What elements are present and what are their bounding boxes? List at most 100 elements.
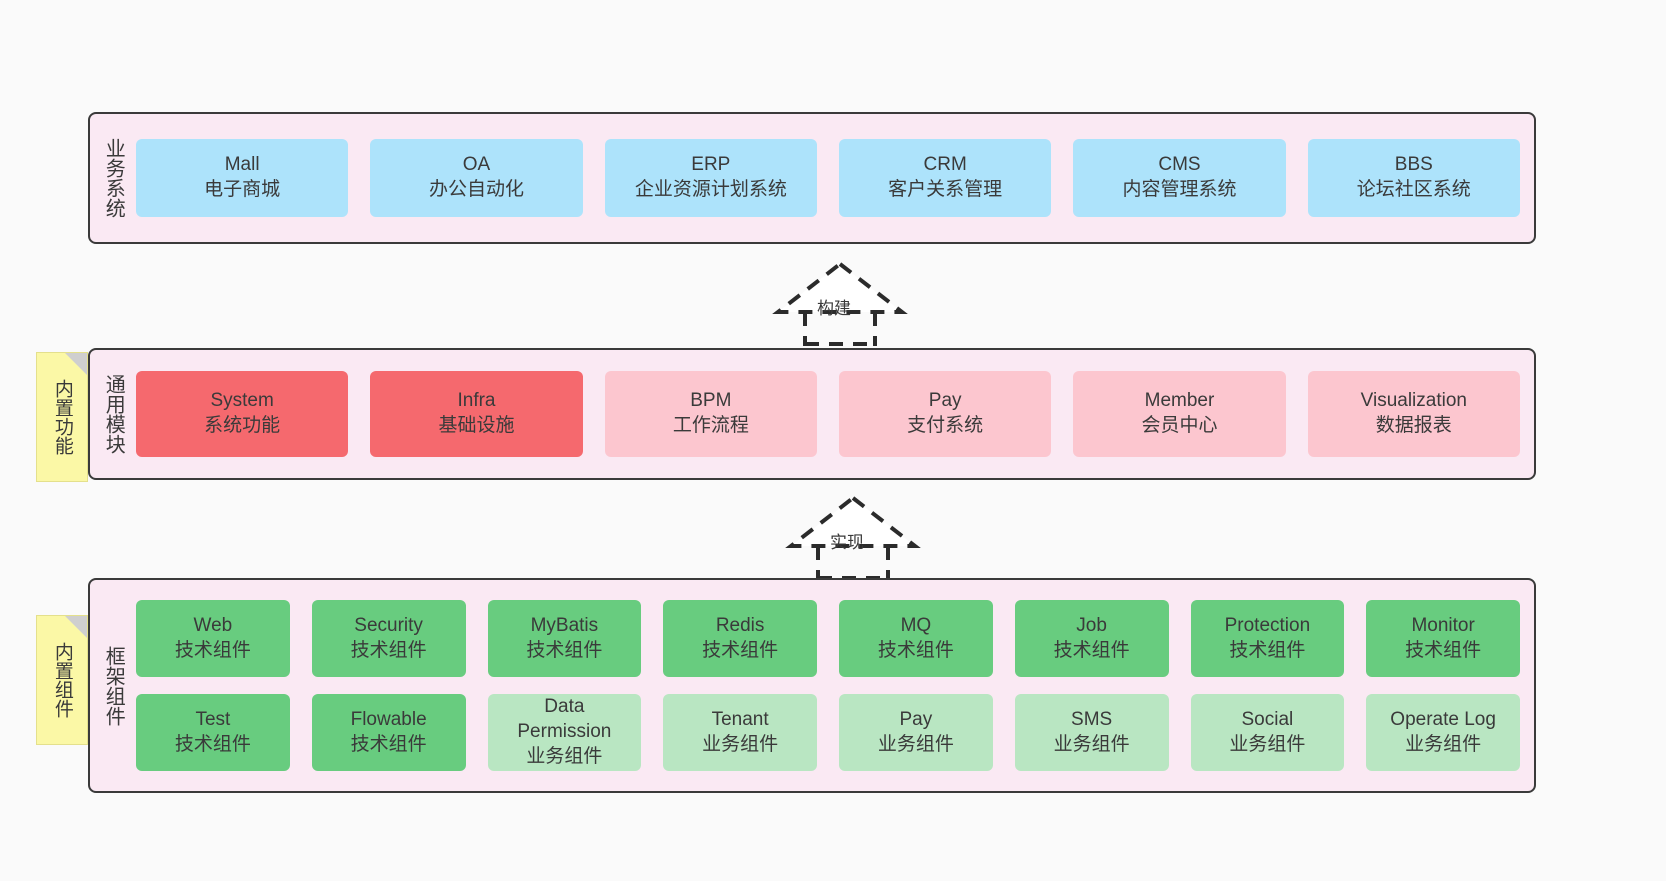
box-system[interactable]: System 系统功能 — [136, 371, 349, 457]
box-security[interactable]: Security 技术组件 — [311, 600, 466, 677]
box-redis[interactable]: Redis 技术组件 — [663, 600, 817, 677]
box-system-name: System — [210, 390, 274, 412]
note-builtin-components-label: 内置组件 — [51, 642, 73, 718]
connector-build-label: 构建 — [817, 299, 851, 318]
layer-framework-component: 框架组件 Web 技术组件 Security 技术组件 MyBatis 技术组件 — [88, 578, 1536, 793]
box-mall[interactable]: Mall 电子商城 — [136, 139, 349, 217]
box-flowable-desc: 技术组件 — [350, 733, 427, 755]
framework-row-technical: Web 技术组件 Security 技术组件 MyBatis 技术组件 Redi… — [136, 600, 1520, 677]
box-bbs-name: BBS — [1394, 154, 1433, 176]
box-monitor-desc: 技术组件 — [1405, 639, 1482, 661]
box-member-desc: 会员中心 — [1141, 415, 1218, 436]
note-builtin-features-label: 内置功能 — [51, 379, 73, 455]
box-protection-desc: 技术组件 — [1229, 639, 1306, 661]
connector-build: 构建 — [755, 258, 925, 346]
layer-body-common-module: System 系统功能 Infra 基础设施 BPM 工作流程 Pay 支付系统… — [136, 350, 1534, 478]
box-test-desc: 技术组件 — [174, 733, 251, 755]
box-sms-desc: 业务组件 — [1053, 733, 1130, 755]
box-data-permission-name: Data Permission — [517, 696, 612, 743]
framework-component-rows: Web 技术组件 Security 技术组件 MyBatis 技术组件 Redi… — [136, 600, 1520, 771]
box-sms-name: SMS — [1071, 708, 1113, 730]
box-bpm-desc: 工作流程 — [672, 415, 749, 436]
box-tenant[interactable]: Tenant 业务组件 — [663, 694, 817, 771]
layer-title-business-system: 业务系统 — [102, 138, 125, 218]
box-flowable[interactable]: Flowable 技术组件 — [311, 694, 466, 771]
box-erp-desc: 企业资源计划系统 — [634, 179, 787, 200]
box-mybatis-desc: 技术组件 — [526, 639, 603, 661]
note-fold-icon — [65, 616, 87, 638]
note-builtin-components: 内置组件 — [36, 615, 88, 745]
box-security-desc: 技术组件 — [350, 639, 427, 661]
box-cms[interactable]: CMS 内容管理系统 — [1073, 139, 1286, 217]
box-tenant-name: Tenant — [711, 708, 769, 730]
box-bbs-desc: 论坛社区系统 — [1356, 179, 1471, 200]
box-cms-desc: 内容管理系统 — [1122, 179, 1237, 200]
layer-common-module: 通用模块 System 系统功能 Infra 基础设施 BPM 工作流程 Pay — [88, 348, 1536, 480]
box-oa[interactable]: OA 办公自动化 — [370, 139, 583, 217]
connector-implement-label: 实现 — [830, 533, 864, 552]
box-mall-name: Mall — [224, 154, 260, 176]
box-mq-desc: 技术组件 — [877, 639, 954, 661]
box-security-name: Security — [354, 614, 423, 636]
box-monitor[interactable]: Monitor 技术组件 — [1366, 600, 1520, 677]
box-erp[interactable]: ERP 企业资源计划系统 — [604, 139, 817, 217]
note-builtin-features: 内置功能 — [36, 352, 88, 482]
box-bpm-name: BPM — [690, 390, 732, 412]
box-operate-log-name: Operate Log — [1390, 708, 1496, 730]
box-mybatis-name: MyBatis — [530, 614, 599, 636]
box-redis-name: Redis — [715, 614, 765, 636]
layer-business-system: 业务系统 Mall 电子商城 OA 办公自动化 ERP 企业资源计划系统 CRM — [88, 112, 1536, 244]
box-oa-name: OA — [462, 154, 491, 176]
box-protection[interactable]: Protection 技术组件 — [1190, 600, 1345, 677]
box-cms-name: CMS — [1158, 154, 1201, 176]
box-test[interactable]: Test 技术组件 — [136, 694, 290, 771]
framework-row-business: Test 技术组件 Flowable 技术组件 Data Permission … — [136, 694, 1520, 771]
box-oa-desc: 办公自动化 — [428, 179, 524, 200]
box-mall-desc: 电子商城 — [204, 179, 281, 200]
layer-body-business-system: Mall 电子商城 OA 办公自动化 ERP 企业资源计划系统 CRM 客户关系… — [136, 114, 1534, 242]
box-web-name: Web — [193, 614, 233, 636]
box-member-name: Member — [1144, 390, 1215, 412]
box-web[interactable]: Web 技术组件 — [136, 600, 290, 677]
box-test-name: Test — [195, 708, 231, 730]
box-member[interactable]: Member 会员中心 — [1073, 371, 1286, 457]
box-pay-module-desc: 支付系统 — [907, 415, 984, 436]
box-data-permission[interactable]: Data Permission 业务组件 — [487, 694, 642, 771]
box-job-name: Job — [1076, 614, 1107, 636]
box-crm[interactable]: CRM 客户关系管理 — [838, 139, 1052, 217]
box-flowable-name: Flowable — [350, 708, 427, 730]
box-infra[interactable]: Infra 基础设施 — [370, 371, 583, 457]
realization-arrow-icon — [772, 261, 908, 346]
box-operate-log-desc: 业务组件 — [1405, 733, 1482, 755]
box-erp-name: ERP — [691, 154, 731, 176]
box-social-name: Social — [1241, 708, 1294, 730]
box-web-desc: 技术组件 — [174, 639, 251, 661]
box-bpm[interactable]: BPM 工作流程 — [604, 371, 817, 457]
box-operate-log[interactable]: Operate Log 业务组件 — [1366, 694, 1520, 771]
box-visualization[interactable]: Visualization 数据报表 — [1307, 371, 1520, 457]
box-pay-module[interactable]: Pay 支付系统 — [838, 371, 1052, 457]
box-infra-desc: 基础设施 — [438, 415, 515, 436]
business-system-row: Mall 电子商城 OA 办公自动化 ERP 企业资源计划系统 CRM 客户关系… — [136, 139, 1520, 217]
box-redis-desc: 技术组件 — [702, 639, 779, 661]
box-pay-module-name: Pay — [928, 390, 962, 412]
box-pay-component-name: Pay — [899, 708, 933, 730]
box-social-desc: 业务组件 — [1229, 733, 1306, 755]
box-visualization-desc: 数据报表 — [1375, 415, 1452, 436]
box-sms[interactable]: SMS 业务组件 — [1014, 694, 1169, 771]
layer-body-framework-component: Web 技术组件 Security 技术组件 MyBatis 技术组件 Redi… — [136, 580, 1534, 791]
box-visualization-name: Visualization — [1360, 390, 1467, 412]
box-mq[interactable]: MQ 技术组件 — [839, 600, 993, 677]
box-pay-component[interactable]: Pay 业务组件 — [839, 694, 993, 771]
box-social[interactable]: Social 业务组件 — [1190, 694, 1345, 771]
common-module-row: System 系统功能 Infra 基础设施 BPM 工作流程 Pay 支付系统… — [136, 371, 1520, 457]
box-data-permission-desc: 业务组件 — [526, 745, 603, 767]
box-system-desc: 系统功能 — [204, 415, 281, 436]
box-pay-component-desc: 业务组件 — [877, 733, 954, 755]
box-mybatis[interactable]: MyBatis 技术组件 — [487, 600, 642, 677]
box-protection-name: Protection — [1224, 614, 1311, 636]
box-bbs[interactable]: BBS 论坛社区系统 — [1307, 139, 1520, 217]
note-fold-icon — [65, 353, 87, 375]
box-job[interactable]: Job 技术组件 — [1014, 600, 1169, 677]
